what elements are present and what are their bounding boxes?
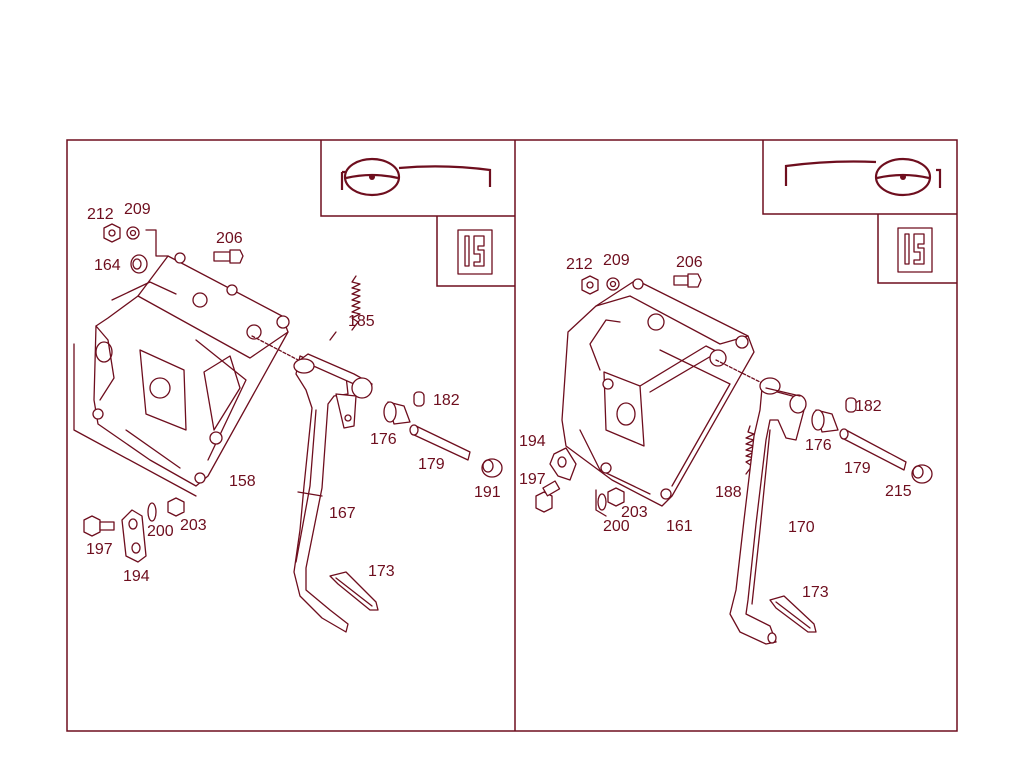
label-194: 194 xyxy=(123,568,150,585)
gasket-194 xyxy=(549,447,577,481)
label-206: 206 xyxy=(676,254,703,271)
label-182: 182 xyxy=(433,392,460,409)
label-173: 173 xyxy=(802,584,829,601)
bushing-182 xyxy=(413,391,425,407)
sleeve-176 xyxy=(811,409,839,433)
right-gearshift-icon-box xyxy=(877,214,957,284)
left-part-labels: 212 209 206 164 185 182 176 179 191 158 … xyxy=(86,201,501,585)
cap-215 xyxy=(911,464,933,484)
bolt-206 xyxy=(673,273,702,288)
steering-wheel-left-hand-drive-icon xyxy=(340,157,492,197)
label-209: 209 xyxy=(603,252,630,269)
label-158: 158 xyxy=(229,473,256,490)
label-197: 197 xyxy=(519,471,546,488)
label-212: 212 xyxy=(566,256,593,273)
cap-191 xyxy=(481,458,503,478)
pedal-170 xyxy=(729,377,807,645)
label-215: 215 xyxy=(885,483,912,500)
washer-200 xyxy=(597,493,607,511)
left-panel: 212 209 206 164 185 182 176 179 191 158 … xyxy=(73,140,515,633)
bolt-197 xyxy=(83,515,115,537)
label-194: 194 xyxy=(519,433,546,450)
label-200: 200 xyxy=(603,518,630,535)
bolt-197 xyxy=(535,480,561,513)
pin-179 xyxy=(409,424,471,461)
label-212: 212 xyxy=(87,206,114,223)
left-steering-icon-box xyxy=(320,140,515,217)
label-161: 161 xyxy=(666,518,693,535)
label-182: 182 xyxy=(855,398,882,415)
nut-203 xyxy=(607,487,625,507)
right-steering-icon-box xyxy=(762,140,957,215)
label-185: 185 xyxy=(348,313,375,330)
washer-200 xyxy=(147,502,157,522)
return-spring-185 xyxy=(329,275,361,341)
right-panel: 212 209 206 182 194 176 197 179 188 215 … xyxy=(519,140,957,645)
pedal-167 xyxy=(293,353,373,633)
label-188: 188 xyxy=(715,484,742,501)
manual-gearshift-icon xyxy=(457,229,493,275)
label-197: 197 xyxy=(86,541,113,558)
diagram-frame xyxy=(66,139,958,732)
nut-212 xyxy=(103,223,121,243)
label-203: 203 xyxy=(621,504,648,521)
sleeve-176 xyxy=(383,401,411,425)
label-191: 191 xyxy=(474,484,501,501)
washer-209 xyxy=(606,277,620,291)
pedal-bracket-housing-161 xyxy=(561,278,755,517)
gasket-194 xyxy=(121,509,147,563)
bushing-182 xyxy=(845,397,857,413)
manual-gearshift-icon xyxy=(897,227,933,273)
right-part-labels: 212 209 206 182 194 176 197 179 188 215 … xyxy=(519,252,912,601)
label-167: 167 xyxy=(329,505,356,522)
label-164: 164 xyxy=(94,257,121,274)
label-176: 176 xyxy=(805,437,832,454)
label-200: 200 xyxy=(147,523,174,540)
pedal-bracket-housing xyxy=(73,252,290,497)
washer-209 xyxy=(126,226,169,257)
label-206: 206 xyxy=(216,230,243,247)
steering-wheel-right-hand-drive-icon xyxy=(784,157,942,197)
label-170: 170 xyxy=(788,519,815,536)
pedal-pad-173 xyxy=(769,595,817,633)
label-209: 209 xyxy=(124,201,151,218)
pedal-pad-173 xyxy=(329,571,379,611)
label-203: 203 xyxy=(180,517,207,534)
spring-188 xyxy=(745,425,755,475)
label-179: 179 xyxy=(844,460,871,477)
pin-179 xyxy=(839,428,907,471)
bolt-206 xyxy=(213,249,244,264)
nut-203 xyxy=(167,497,185,517)
label-176: 176 xyxy=(370,431,397,448)
bushing-164 xyxy=(130,254,148,274)
label-173: 173 xyxy=(368,563,395,580)
nut-212 xyxy=(581,275,599,295)
left-gearshift-icon-box xyxy=(436,216,515,287)
label-179: 179 xyxy=(418,456,445,473)
